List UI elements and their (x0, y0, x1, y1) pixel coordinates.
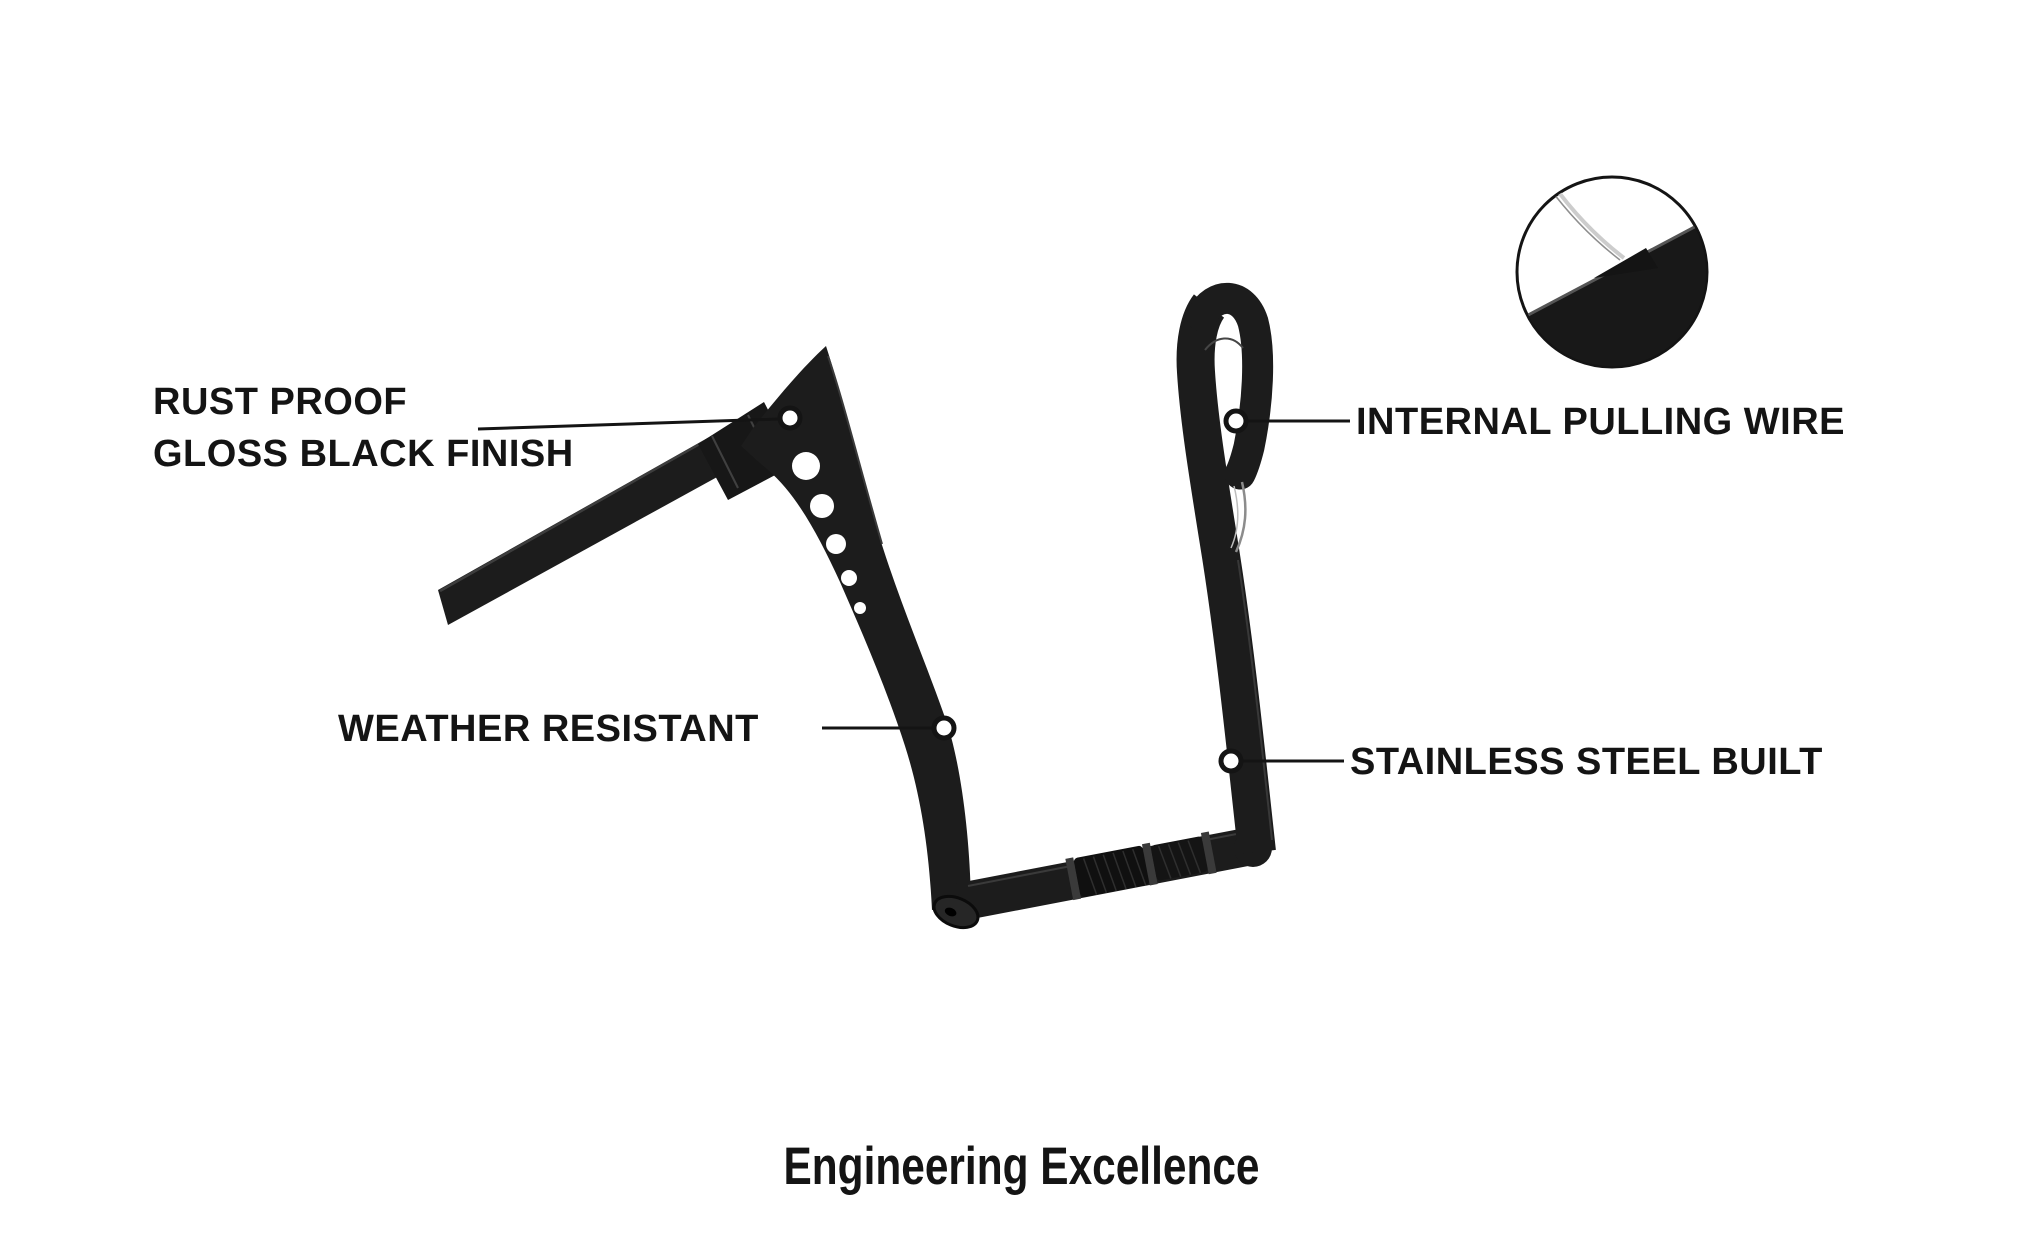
blade-hole-4 (841, 570, 857, 586)
detail-inset (1515, 175, 1709, 369)
callout-dot-steel (1218, 748, 1244, 774)
knurl-texture-a (1082, 848, 1147, 895)
callout-rust-proof-line1: RUST PROOF (153, 381, 408, 423)
clamp-seam-1 (711, 435, 739, 489)
right-riser-highlight (1237, 559, 1273, 841)
diagram-title: Engineering Excellence (0, 1136, 2044, 1197)
inset-bar (1518, 221, 1706, 366)
left-grip-highlight (439, 431, 720, 593)
callout-rust-proof-label: RUST PROOF GLOSS BLACK FINISH (153, 376, 574, 480)
callout-line-rust (477, 417, 780, 431)
callout-weather-resistant-label: WEATHER RESISTANT (338, 708, 759, 750)
pull-wire (1234, 481, 1247, 553)
diagram-title-text: Engineering Excellence (783, 1137, 1260, 1196)
left-grip-tube (438, 431, 739, 625)
callout-dot-weather (931, 715, 957, 741)
callout-dot-wire (1223, 408, 1249, 434)
left-tube-end (932, 894, 980, 930)
hook-crease (1204, 337, 1244, 351)
callout-dot-rust (777, 405, 803, 431)
pull-wire-thin (1230, 485, 1239, 549)
left-riser-blade (741, 346, 971, 910)
blade-hole-1 (792, 452, 820, 480)
callout-stainless-steel-label: STAINLESS STEEL BUILT (1350, 741, 1823, 783)
blade-hole-5 (854, 602, 866, 614)
callout-rust-proof-line2: GLOSS BLACK FINISH (153, 433, 574, 475)
blade-edge-highlight (827, 355, 883, 545)
blade-hole-3 (826, 534, 846, 554)
knurled-grip-section (1065, 831, 1217, 901)
callout-internal-pulling-wire-label: INTERNAL PULLING WIRE (1356, 401, 1846, 443)
riser-top-hook (1186, 282, 1274, 490)
right-riser-tube (1176, 294, 1276, 855)
blade-hole-2 (810, 494, 834, 518)
knurl-texture-b (1157, 840, 1202, 879)
inset-notch (1594, 248, 1658, 278)
